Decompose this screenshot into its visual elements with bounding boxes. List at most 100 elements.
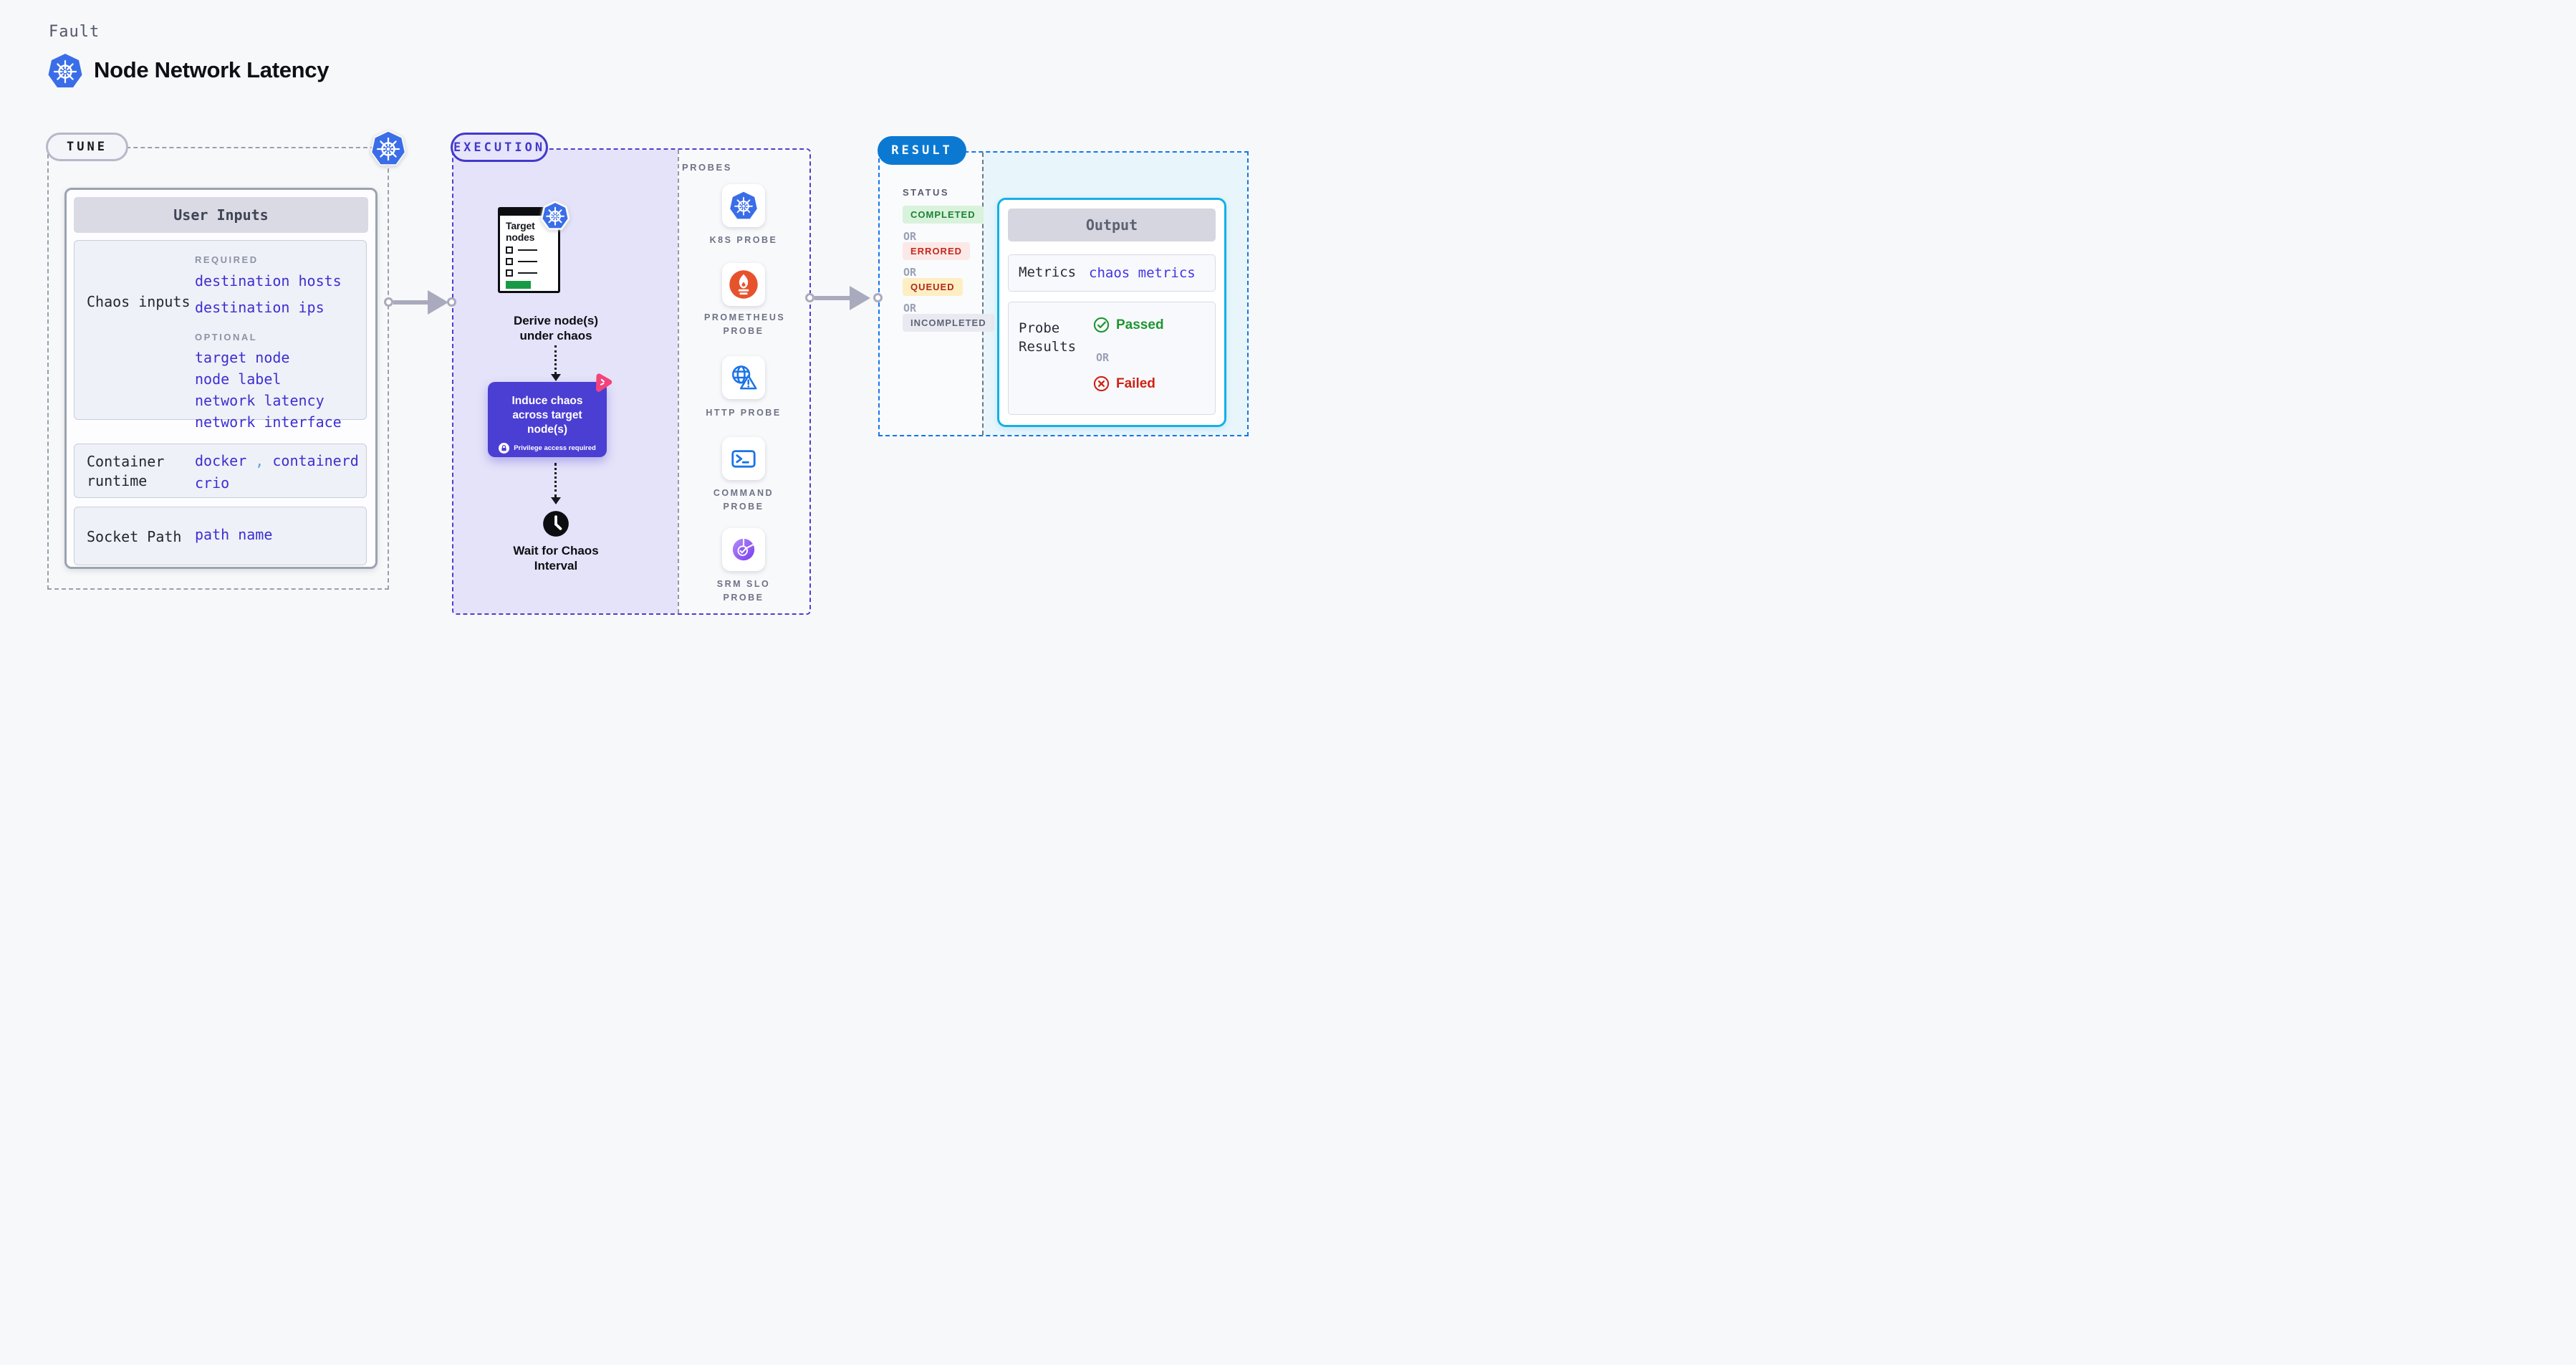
input-value: destination ips xyxy=(195,299,325,316)
result-badge: RESULT xyxy=(878,136,966,165)
status-heading: STATUS xyxy=(903,187,950,198)
probe-label: SRM SLO PROBE xyxy=(716,579,771,603)
container-runtime-label: Container runtime xyxy=(87,453,165,489)
output-title: Output xyxy=(1008,209,1216,241)
target-nodes-card: Target nodes xyxy=(498,207,560,293)
flow-arrow-head xyxy=(850,286,870,310)
dotted-arrow-head xyxy=(551,374,561,381)
kubernetes-logo-icon xyxy=(48,54,82,87)
probe-label: PROMETHEUS PROBE xyxy=(704,312,786,336)
kubernetes-badge-icon xyxy=(541,201,569,230)
probe-results-label: Probe Results xyxy=(1019,320,1077,355)
or-label: OR xyxy=(903,230,917,243)
runtime-value: crio xyxy=(195,474,230,492)
tune-badge: TUNE xyxy=(46,133,128,161)
kubernetes-probe-icon xyxy=(730,191,757,219)
runtime-separator: , xyxy=(255,452,264,469)
page-title: Node Network Latency xyxy=(94,57,330,82)
wait-step-label: Wait for Chaos Interval xyxy=(513,544,599,573)
output-card: Output Metrics chaos metrics Probe Resul… xyxy=(997,198,1226,427)
chaos-inputs-row: Chaos inputs REQUIRED destination hosts … xyxy=(74,240,367,431)
metrics-row: Metrics chaos metrics xyxy=(1008,254,1216,292)
tune-section xyxy=(47,147,389,590)
input-value: node label xyxy=(195,370,282,388)
status-badge-queued: QUEUED xyxy=(903,278,963,296)
execution-flow-area xyxy=(453,150,678,613)
probe-results-row: Probe Results Passed OR Failed xyxy=(1008,302,1216,415)
connector-dot xyxy=(384,297,393,307)
runtime-value: docker xyxy=(195,452,247,469)
checkbox-icon xyxy=(506,258,513,265)
socket-path-value: path name xyxy=(195,526,273,543)
induce-chaos-node: Induce chaos across target node(s) Privi… xyxy=(488,382,607,457)
probe-label: COMMAND PROBE xyxy=(713,488,774,512)
dotted-connector xyxy=(554,463,557,497)
http-probe-card xyxy=(722,356,765,399)
status-badge-incompleted: INCOMPLETED xyxy=(903,314,994,332)
or-label: OR xyxy=(903,266,917,279)
probe-label: HTTP PROBE xyxy=(706,408,782,418)
status-badge-errored: ERRORED xyxy=(903,242,971,260)
or-label: OR xyxy=(1096,351,1110,364)
check-circle-icon xyxy=(1093,317,1110,333)
input-value: network interface xyxy=(195,413,342,431)
passed-label: Passed xyxy=(1116,317,1164,332)
induce-chaos-label: Induce chaos across target node(s) xyxy=(511,395,583,436)
list-line xyxy=(518,260,537,263)
kubernetes-corner-icon xyxy=(370,130,406,166)
command-probe-icon xyxy=(731,450,756,468)
prometheus-probe-card xyxy=(722,263,765,306)
flow-arrow-line xyxy=(393,300,433,305)
fault-eyebrow: Fault xyxy=(49,23,100,41)
failed-label: Failed xyxy=(1116,375,1155,391)
container-runtime-row: Container runtime docker , containerd cr… xyxy=(74,444,367,498)
runtime-value: containerd xyxy=(272,452,359,469)
input-value: network latency xyxy=(195,392,325,409)
srm-slo-probe-card xyxy=(722,528,765,571)
fault-diagram: Fault Node Network Latency TUNE User Inp… xyxy=(0,0,1288,682)
lock-icon xyxy=(499,443,510,454)
list-line xyxy=(518,249,537,252)
progress-bar xyxy=(506,281,531,289)
failed-result: Failed xyxy=(1093,375,1155,392)
flow-arrow-line xyxy=(814,296,852,300)
user-inputs-panel: User Inputs Chaos inputs REQUIRED destin… xyxy=(64,188,378,569)
flow-arrow-head xyxy=(428,290,448,315)
socket-path-label: Socket Path xyxy=(87,528,182,545)
chaos-inputs-label: Chaos inputs xyxy=(87,293,191,310)
dotted-arrow-head xyxy=(551,497,561,504)
card-titlebar xyxy=(499,209,559,216)
metrics-label: Metrics xyxy=(1019,264,1077,281)
socket-path-row: Socket Path path name xyxy=(74,507,367,565)
connector-dot xyxy=(805,293,814,302)
connector-dot xyxy=(873,293,883,302)
optional-heading: OPTIONAL xyxy=(195,332,258,343)
command-probe-card xyxy=(722,437,765,480)
srm-slo-probe-icon xyxy=(732,538,755,561)
target-nodes-title: Target nodes xyxy=(506,220,535,243)
clock-icon xyxy=(543,511,569,537)
input-value: destination hosts xyxy=(195,272,342,289)
privilege-label: Privilege access required xyxy=(514,444,596,453)
status-badge-completed: COMPLETED xyxy=(903,206,984,224)
checkbox-icon xyxy=(506,246,513,254)
prometheus-probe-icon xyxy=(729,270,758,299)
probe-label: K8S PROBE xyxy=(709,235,778,245)
x-circle-icon xyxy=(1093,375,1110,392)
input-value: target node xyxy=(195,349,290,366)
list-line xyxy=(518,272,537,274)
user-inputs-title: User Inputs xyxy=(74,197,368,233)
http-probe-icon xyxy=(732,365,757,390)
or-label: OR xyxy=(903,302,917,315)
k8s-probe-card xyxy=(722,184,765,227)
passed-result: Passed xyxy=(1093,317,1164,333)
connector-dot xyxy=(447,297,456,307)
probes-heading: PROBES xyxy=(682,162,732,173)
derive-step-label: Derive node(s) under chaos xyxy=(513,314,599,343)
chaos-litmus-icon xyxy=(596,373,612,392)
metrics-value: chaos metrics xyxy=(1089,265,1196,281)
dotted-connector xyxy=(554,345,557,374)
required-heading: REQUIRED xyxy=(195,254,259,265)
execution-badge: EXECUTION xyxy=(451,133,548,162)
checkbox-icon xyxy=(506,269,513,277)
